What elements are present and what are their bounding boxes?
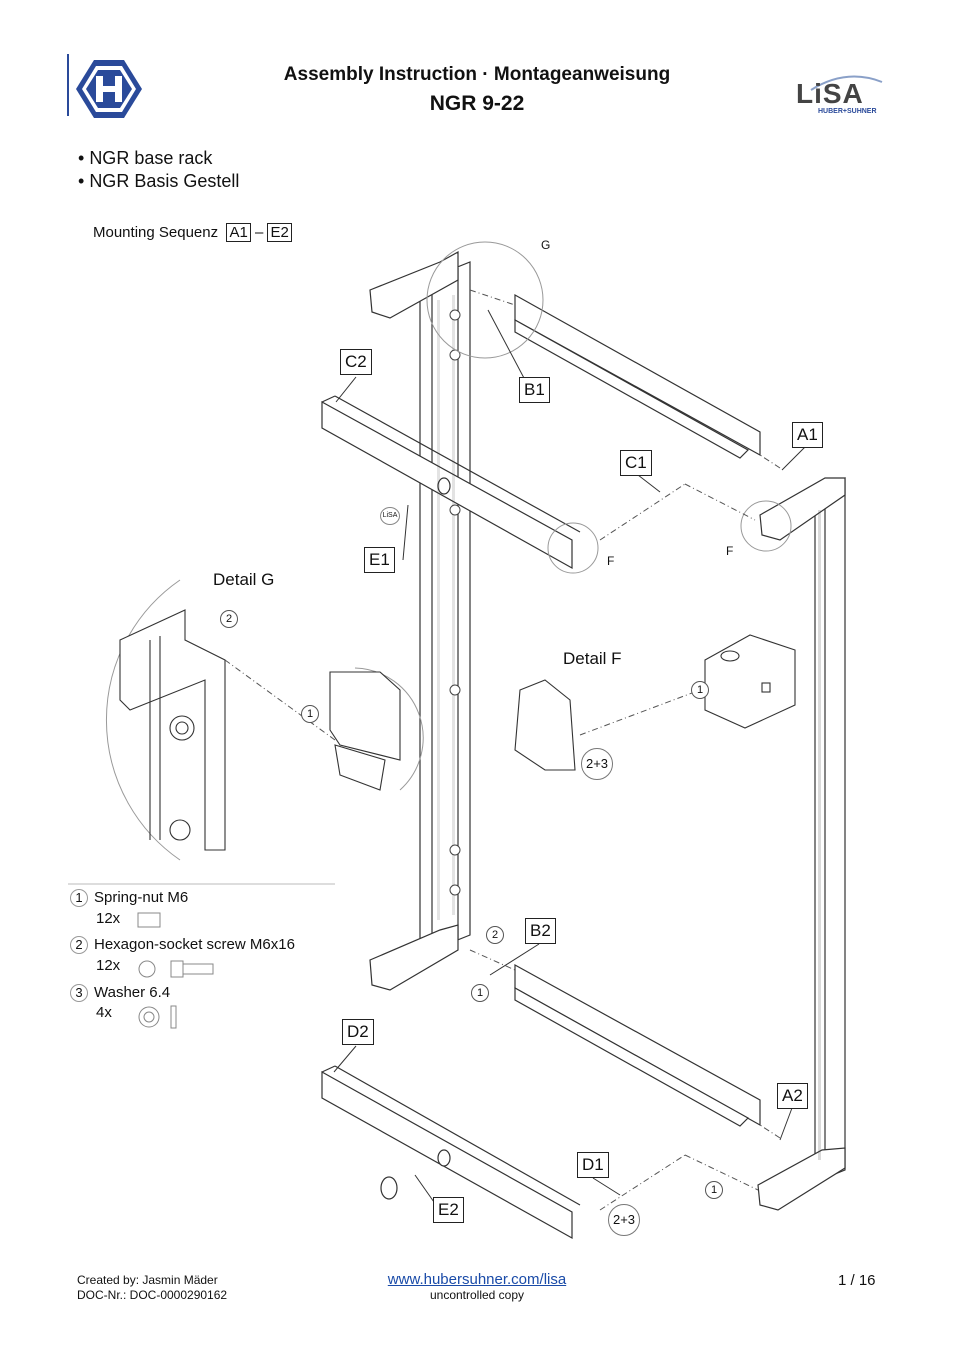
callout-e1: E1 <box>364 547 395 573</box>
mounting-sequence: Mounting Sequenz A1 – E2 <box>93 223 292 242</box>
callout-c1: C1 <box>620 450 652 476</box>
callout-a1: A1 <box>792 422 823 448</box>
doc-title: Assembly Instruction · Montageanweisung <box>283 64 671 85</box>
marker-1-bottom: 1 <box>471 984 489 1002</box>
lisa-logo: LiSA HUBER+SUHNER <box>796 75 886 118</box>
detail-g-nut <box>329 671 401 761</box>
marker-1-detail-g: 1 <box>301 705 319 723</box>
part-2-qty: 12x <box>96 957 121 974</box>
marker-1-detail-f: 1 <box>691 681 709 699</box>
rail-b2 <box>514 963 761 1127</box>
screw-head-icon <box>170 960 184 978</box>
marker-g: G <box>541 238 551 252</box>
top-right-bracket <box>759 477 846 541</box>
marker-f-right: F <box>726 544 734 558</box>
uncontrolled-note: uncontrolled copy <box>429 1288 525 1302</box>
detail-g-label: Detail G <box>213 570 275 589</box>
header-divider <box>67 54 69 116</box>
detail-f-circle-right <box>740 500 792 552</box>
part-1-qty: 12x <box>96 910 121 927</box>
doc-number: DOC-Nr.: DOC-0000290162 <box>77 1288 228 1302</box>
product-title: NGR 9-22 <box>429 92 525 115</box>
part-3-qty: 4x <box>96 1004 112 1021</box>
lisa-arc-icon <box>810 75 883 91</box>
callout-c2: C2 <box>340 349 372 375</box>
detail-f-cap <box>514 679 576 771</box>
callout-a2: A2 <box>777 1083 808 1109</box>
left-upright <box>419 261 471 956</box>
marker-2-3-detail-f: 2+3 <box>581 748 613 780</box>
lisa-badge-icon: LiSA <box>380 507 400 525</box>
detail-g-arc <box>106 579 181 861</box>
bottom-left-bracket <box>369 924 459 991</box>
detail-f-circle-left <box>547 522 599 574</box>
callout-d1: D1 <box>577 1152 609 1178</box>
rail-b1 <box>514 293 761 457</box>
marker-2-bottom: 2 <box>486 926 504 944</box>
detail-f-block <box>704 634 796 729</box>
washer-hex-icon <box>138 960 156 978</box>
marker-2-detail-g: 2 <box>220 610 238 628</box>
created-by: Created by: Jasmin Mäder <box>77 1273 218 1287</box>
page-number: 1 / 16 <box>838 1272 876 1289</box>
detail-f-label: Detail F <box>563 649 622 668</box>
callout-d2: D2 <box>342 1019 374 1045</box>
marker-2-3-bottom: 2+3 <box>608 1204 640 1236</box>
detail-g-circle <box>426 241 544 359</box>
callout-b2: B2 <box>525 918 556 944</box>
hs-logo-icon <box>76 60 142 118</box>
spring-nut-icon <box>137 912 161 928</box>
marker-1-bottom-right: 1 <box>705 1181 723 1199</box>
footer-center: www.hubersuhner.com/lisa uncontrolled co… <box>0 1272 954 1303</box>
website-link[interactable]: www.hubersuhner.com/lisa <box>387 1271 567 1288</box>
footer-left: Created by: Jasmin Mäder DOC-Nr.: DOC-00… <box>77 1273 227 1303</box>
bullet-1: • NGR base rack <box>78 148 213 168</box>
callout-e2: E2 <box>433 1197 464 1223</box>
bottom-right-bracket <box>757 1147 846 1211</box>
callout-b1: B1 <box>519 377 550 403</box>
detail-g-part <box>119 609 226 851</box>
marker-f-left: F <box>607 554 615 568</box>
bullet-2: • NGR Basis Gestell <box>78 171 240 191</box>
